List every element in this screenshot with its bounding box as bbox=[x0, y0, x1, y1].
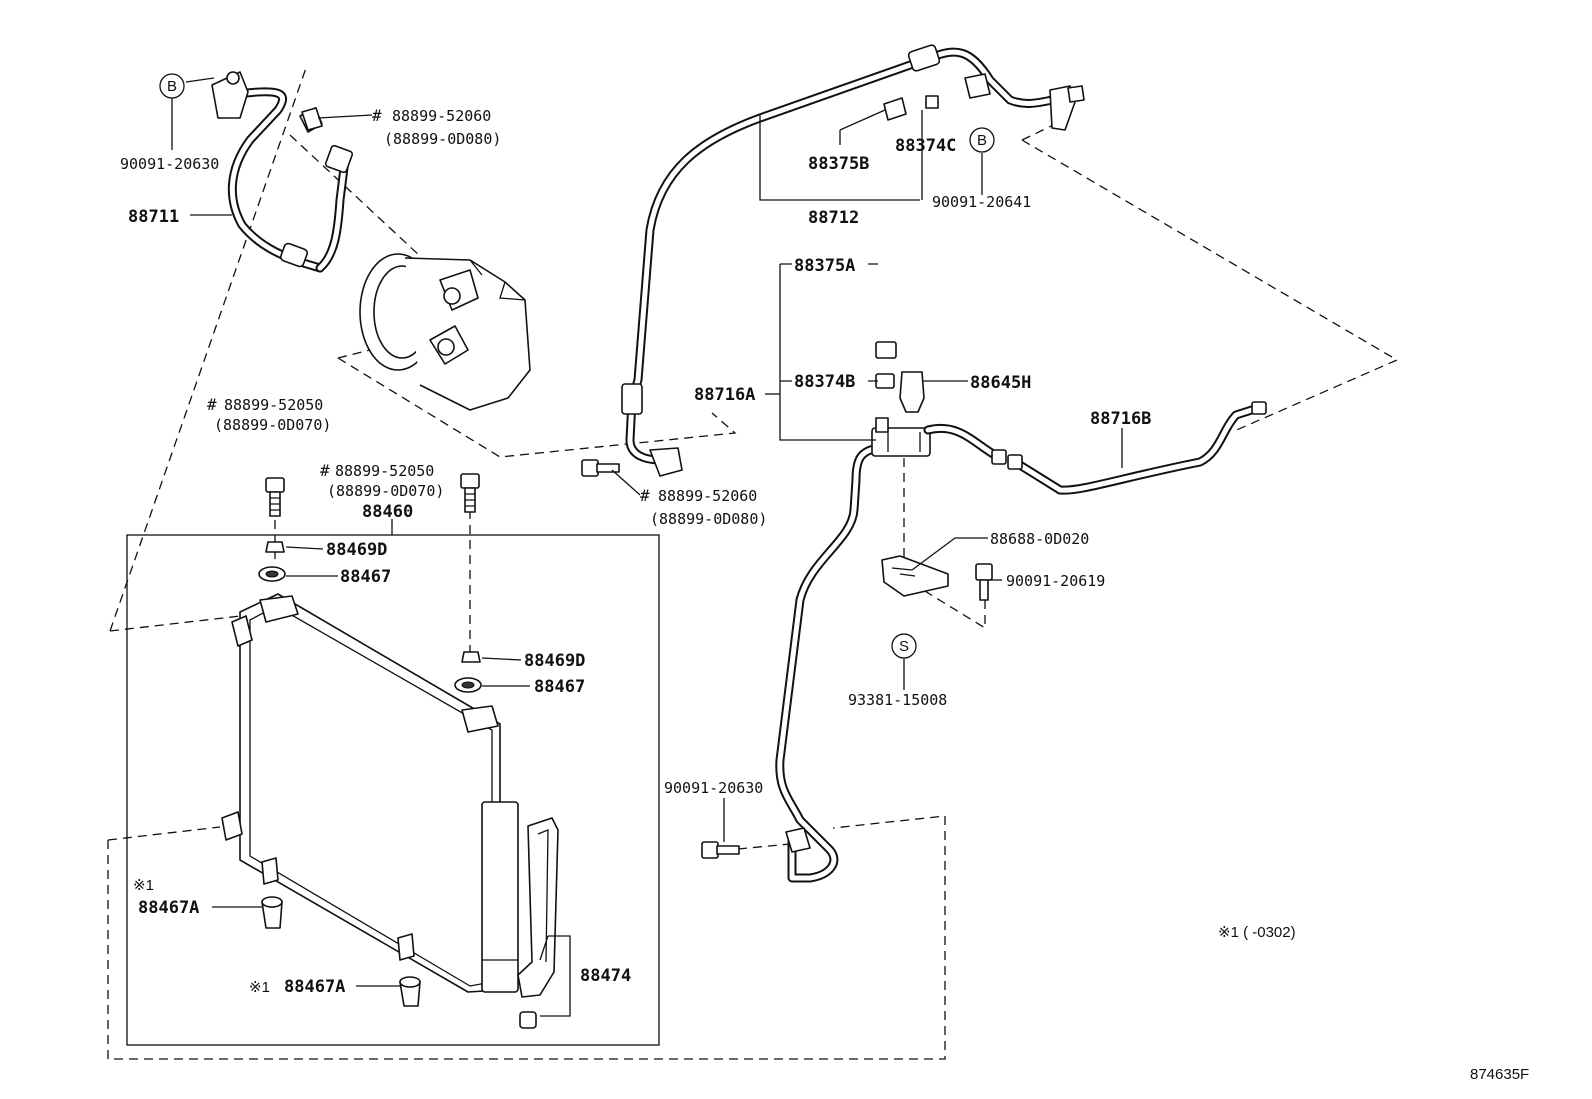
callout-b-circle-right bbox=[969, 127, 995, 153]
label-88711: 88711 bbox=[128, 207, 179, 227]
footnote: ※1 ( -0302) bbox=[1218, 924, 1296, 941]
label-88899-52050-mid: 88899-52050 bbox=[335, 462, 434, 480]
label-88899-52060-mid: 88899-52060 bbox=[658, 487, 757, 505]
label-88374C: 88374C bbox=[895, 136, 956, 156]
label-88469D-lower: 88469D bbox=[524, 651, 585, 671]
label-88716A: 88716A bbox=[694, 385, 755, 405]
receiver-88474 bbox=[517, 817, 559, 1029]
label-88474: 88474 bbox=[580, 966, 631, 986]
label-88712: 88712 bbox=[808, 208, 859, 228]
label-88899-0D080-top: (88899-0D080) bbox=[384, 130, 501, 148]
label-88467-lower: 88467 bbox=[534, 677, 585, 697]
hash-mark-right: # bbox=[640, 486, 650, 505]
label-90091-20630-low: 90091-20630 bbox=[664, 779, 763, 797]
label-88375B: 88375B bbox=[808, 154, 869, 174]
dashed-leader-bolts bbox=[274, 458, 986, 850]
fasteners bbox=[258, 95, 993, 1007]
label-90091-20641: 90091-20641 bbox=[932, 193, 1031, 211]
pipe-88716b bbox=[923, 401, 1267, 495]
callout-b-left: B bbox=[167, 78, 177, 95]
label-90091-20619: 90091-20619 bbox=[1006, 572, 1105, 590]
label-88467-upper: 88467 bbox=[340, 567, 391, 587]
label-88469D-upper: 88469D bbox=[326, 540, 387, 560]
star-mark-bottom: ※1 bbox=[249, 979, 270, 996]
hash-mark-left: # bbox=[207, 395, 217, 414]
discharge-hose-88711 bbox=[211, 71, 354, 273]
label-88716B: 88716B bbox=[1090, 409, 1151, 429]
catalog-id: 874635F bbox=[1470, 1066, 1529, 1083]
pipe-88716a bbox=[775, 417, 931, 883]
label-88375A: 88375A bbox=[794, 256, 855, 276]
label-88899-0D080-mid: (88899-0D080) bbox=[650, 510, 767, 528]
condenser-88460 bbox=[221, 593, 519, 993]
suction-hose-88712 bbox=[621, 44, 1085, 477]
dashed-outline-compressor bbox=[109, 67, 737, 632]
label-88467A-left: 88467A bbox=[138, 898, 199, 918]
callout-b-right: B bbox=[977, 132, 987, 149]
leader-lines bbox=[171, 77, 1123, 1017]
label-88899-0D070-left: (88899-0D070) bbox=[214, 416, 331, 434]
label-88688-0D020: 88688-0D020 bbox=[990, 530, 1089, 548]
dashed-outline-pipe-right bbox=[1021, 117, 1399, 433]
label-88899-52050-left: 88899-52050 bbox=[224, 396, 323, 414]
label-88467A-bottom: 88467A bbox=[284, 977, 345, 997]
compressor-illustration bbox=[359, 253, 531, 411]
callout-s: S bbox=[899, 638, 909, 655]
label-88899-0D070-mid: (88899-0D070) bbox=[327, 482, 444, 500]
label-88460: 88460 bbox=[362, 502, 413, 522]
label-93381-15008: 93381-15008 bbox=[848, 691, 947, 709]
label-88645H: 88645H bbox=[970, 373, 1031, 393]
condenser-group-box bbox=[126, 534, 660, 1046]
star-mark-left: ※1 bbox=[133, 877, 154, 894]
label-90091-20630-top: 90091-20630 bbox=[120, 155, 219, 173]
hash-mark-mid: # bbox=[320, 461, 330, 480]
callout-s-circle bbox=[891, 633, 917, 659]
label-88374B: 88374B bbox=[794, 372, 855, 392]
callout-b-circle-left bbox=[159, 73, 185, 99]
label-88899-52060-top: 88899-52060 bbox=[392, 107, 491, 125]
hash-mark-top: # bbox=[372, 106, 382, 125]
